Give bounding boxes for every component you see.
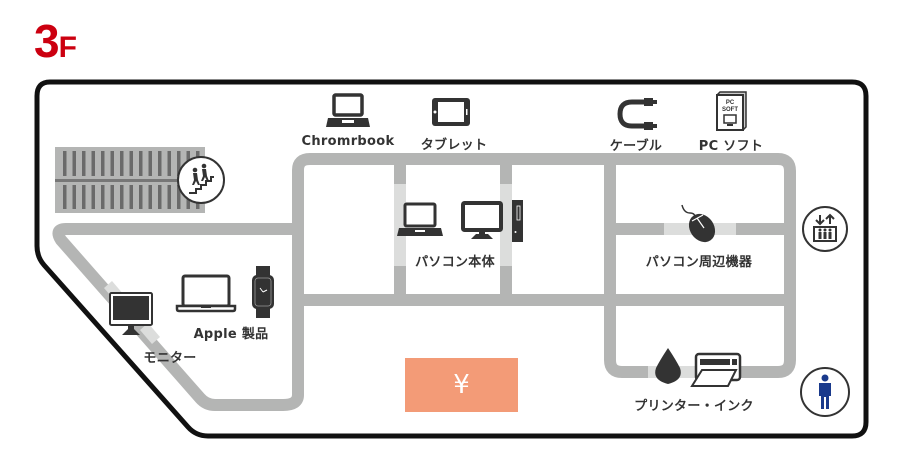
floor-number: 3 [34,15,60,67]
floor-label: 3F [34,18,77,64]
escalator-step [63,185,67,209]
escalator-step [110,151,114,176]
escalator-step [63,151,67,176]
printer-icon [655,348,742,387]
stairs-icon[interactable] [177,156,225,204]
aisle-main-loop [292,153,796,292]
monitor-icon [109,292,153,335]
mouse-icon [681,204,716,243]
escalator-step [167,185,171,209]
escalator-step [148,151,152,176]
escalator-step [101,185,105,209]
escalator-step [110,185,114,209]
zone-label-printer-ink[interactable]: プリンター・インク [634,399,754,414]
escalator-step [91,151,95,176]
escalator-step [139,185,143,209]
zone-label-apple[interactable]: Apple 製品 [193,327,269,342]
escalator-step [120,151,124,176]
escalator-step [129,151,133,176]
floor-unit: F [58,31,77,64]
escalator-step [167,151,171,176]
zone-label-pc-main[interactable]: パソコン本体 [415,255,495,270]
floor-outline [34,79,869,439]
laptop-icon [326,93,370,127]
zone-label-tablet[interactable]: タブレット [420,138,488,153]
cashier-icon[interactable]: ¥ [405,358,518,412]
desktop-pc-icon [397,200,523,242]
escalator-step [177,185,181,209]
escalator-step [177,151,181,176]
escalator-step [91,185,95,209]
zone-label-cable[interactable]: ケーブル [609,139,663,154]
tablet-icon [432,98,470,126]
escalator-step [139,151,143,176]
apple-devices-icon [175,266,274,318]
escalator [55,147,205,213]
escalator-step [129,185,133,209]
cable-icon [617,98,657,130]
escalator-step [158,185,162,209]
aisle-left-corridor [52,223,304,411]
escalator-step [72,151,76,176]
escalator-step [120,185,124,209]
ink-drop-icon [655,348,681,384]
escalator-step [101,151,105,176]
software-box-icon: PC SOFT [716,91,747,131]
pc-soft-text-2: SOFT [722,107,738,113]
escalator-step [158,151,162,176]
mens-restroom-icon[interactable] [800,367,850,417]
escalator-step [82,151,86,176]
escalator-step [148,185,152,209]
zone-label-pc-soft[interactable]: PC ソフト [698,139,764,154]
escalator-step [72,185,76,209]
zone-label-monitor[interactable]: モニター [143,351,197,366]
elevator-icon[interactable] [802,206,848,252]
escalator-step [82,185,86,209]
zone-label-chromebook[interactable]: Chromrbook [301,134,395,149]
pc-soft-text-1: PC [726,100,735,106]
zone-label-pc-peripherals[interactable]: パソコン周辺機器 [645,255,753,270]
